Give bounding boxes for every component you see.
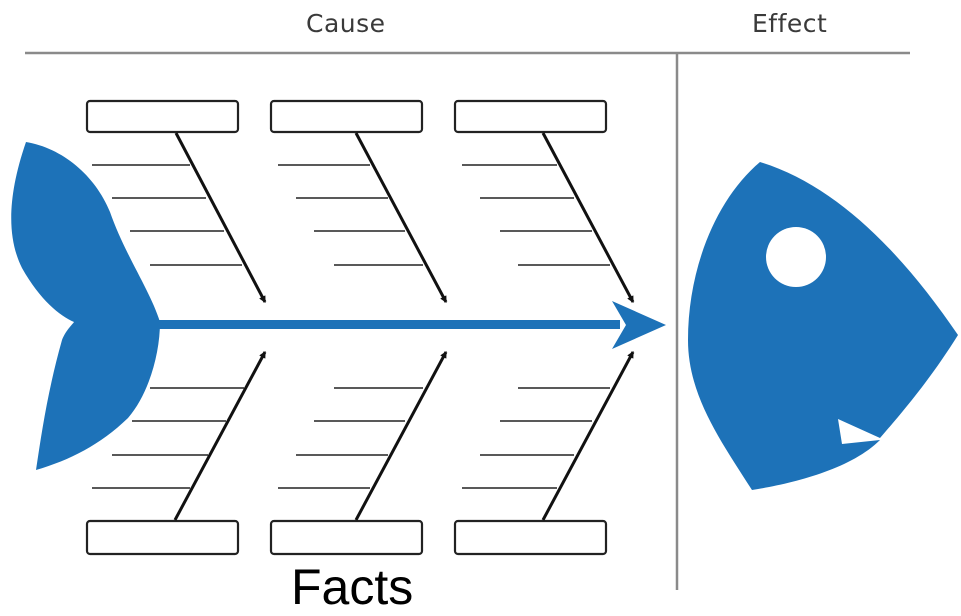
ribs-bottom-1 xyxy=(92,387,244,489)
top-bone-3 xyxy=(541,132,635,304)
cause-box-top-3 xyxy=(453,99,608,134)
ribs-top-1 xyxy=(92,164,242,266)
ribs-bottom-2 xyxy=(278,387,423,489)
spine-arrowhead-icon xyxy=(612,301,666,349)
cause-box-bottom-1 xyxy=(85,519,240,556)
fish-eye-icon xyxy=(766,227,826,287)
cause-box-bottom-2 xyxy=(269,519,424,556)
bottom-bone-2 xyxy=(354,350,448,521)
caption-facts: Facts xyxy=(291,559,414,615)
cause-box-bottom-3 xyxy=(453,519,608,556)
ribs-bottom-3 xyxy=(462,387,610,489)
bottom-bone-1 xyxy=(173,350,267,521)
cause-box-top-1 xyxy=(85,99,240,134)
bottom-bone-3 xyxy=(541,350,635,521)
cause-box-top-2 xyxy=(269,99,424,134)
fish-spine xyxy=(150,320,620,329)
cause-heading: Cause xyxy=(306,9,386,38)
ribs-top-3 xyxy=(462,164,610,266)
fish-tail-icon xyxy=(11,142,161,470)
top-bone-2 xyxy=(354,132,448,304)
fish-head-icon xyxy=(688,162,958,490)
effect-heading: Effect xyxy=(752,9,828,38)
top-bone-1 xyxy=(174,132,267,304)
ribs-top-2 xyxy=(278,164,423,266)
